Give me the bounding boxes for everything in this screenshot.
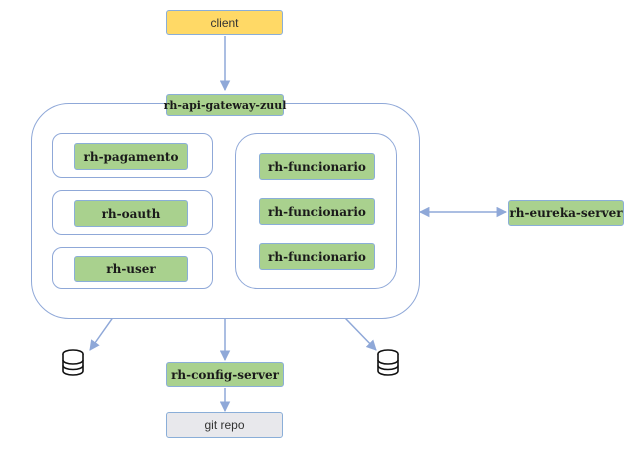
eureka-label: rh-eureka-server [509,206,623,220]
worker-label: rh-funcionario [268,159,366,174]
database-icon [62,349,84,376]
config-node: rh-config-server [166,362,284,387]
git-label: git repo [204,418,245,432]
database-icon [377,349,399,376]
service-label: rh-user [106,262,156,276]
worker-label: rh-funcionario [268,249,366,264]
git-repo-node: git repo [166,412,283,438]
service-node-pagamento: rh-pagamento [74,143,188,170]
service-node-oauth: rh-oauth [74,200,188,227]
client-label: client [210,15,239,30]
service-label: rh-oauth [101,206,161,221]
eureka-node: rh-eureka-server [508,200,624,226]
worker-node-2: rh-funcionario [259,198,375,225]
worker-node-3: rh-funcionario [259,243,375,270]
client-node: client [166,10,283,35]
worker-node-1: rh-funcionario [259,153,375,180]
service-node-user: rh-user [74,256,188,282]
worker-label: rh-funcionario [268,204,366,219]
config-label: rh-config-server [171,367,279,382]
service-label: rh-pagamento [83,149,179,164]
gateway-node: rh-api-gateway-zuul [163,94,287,116]
gateway-label: rh-api-gateway-zuul [163,98,287,112]
